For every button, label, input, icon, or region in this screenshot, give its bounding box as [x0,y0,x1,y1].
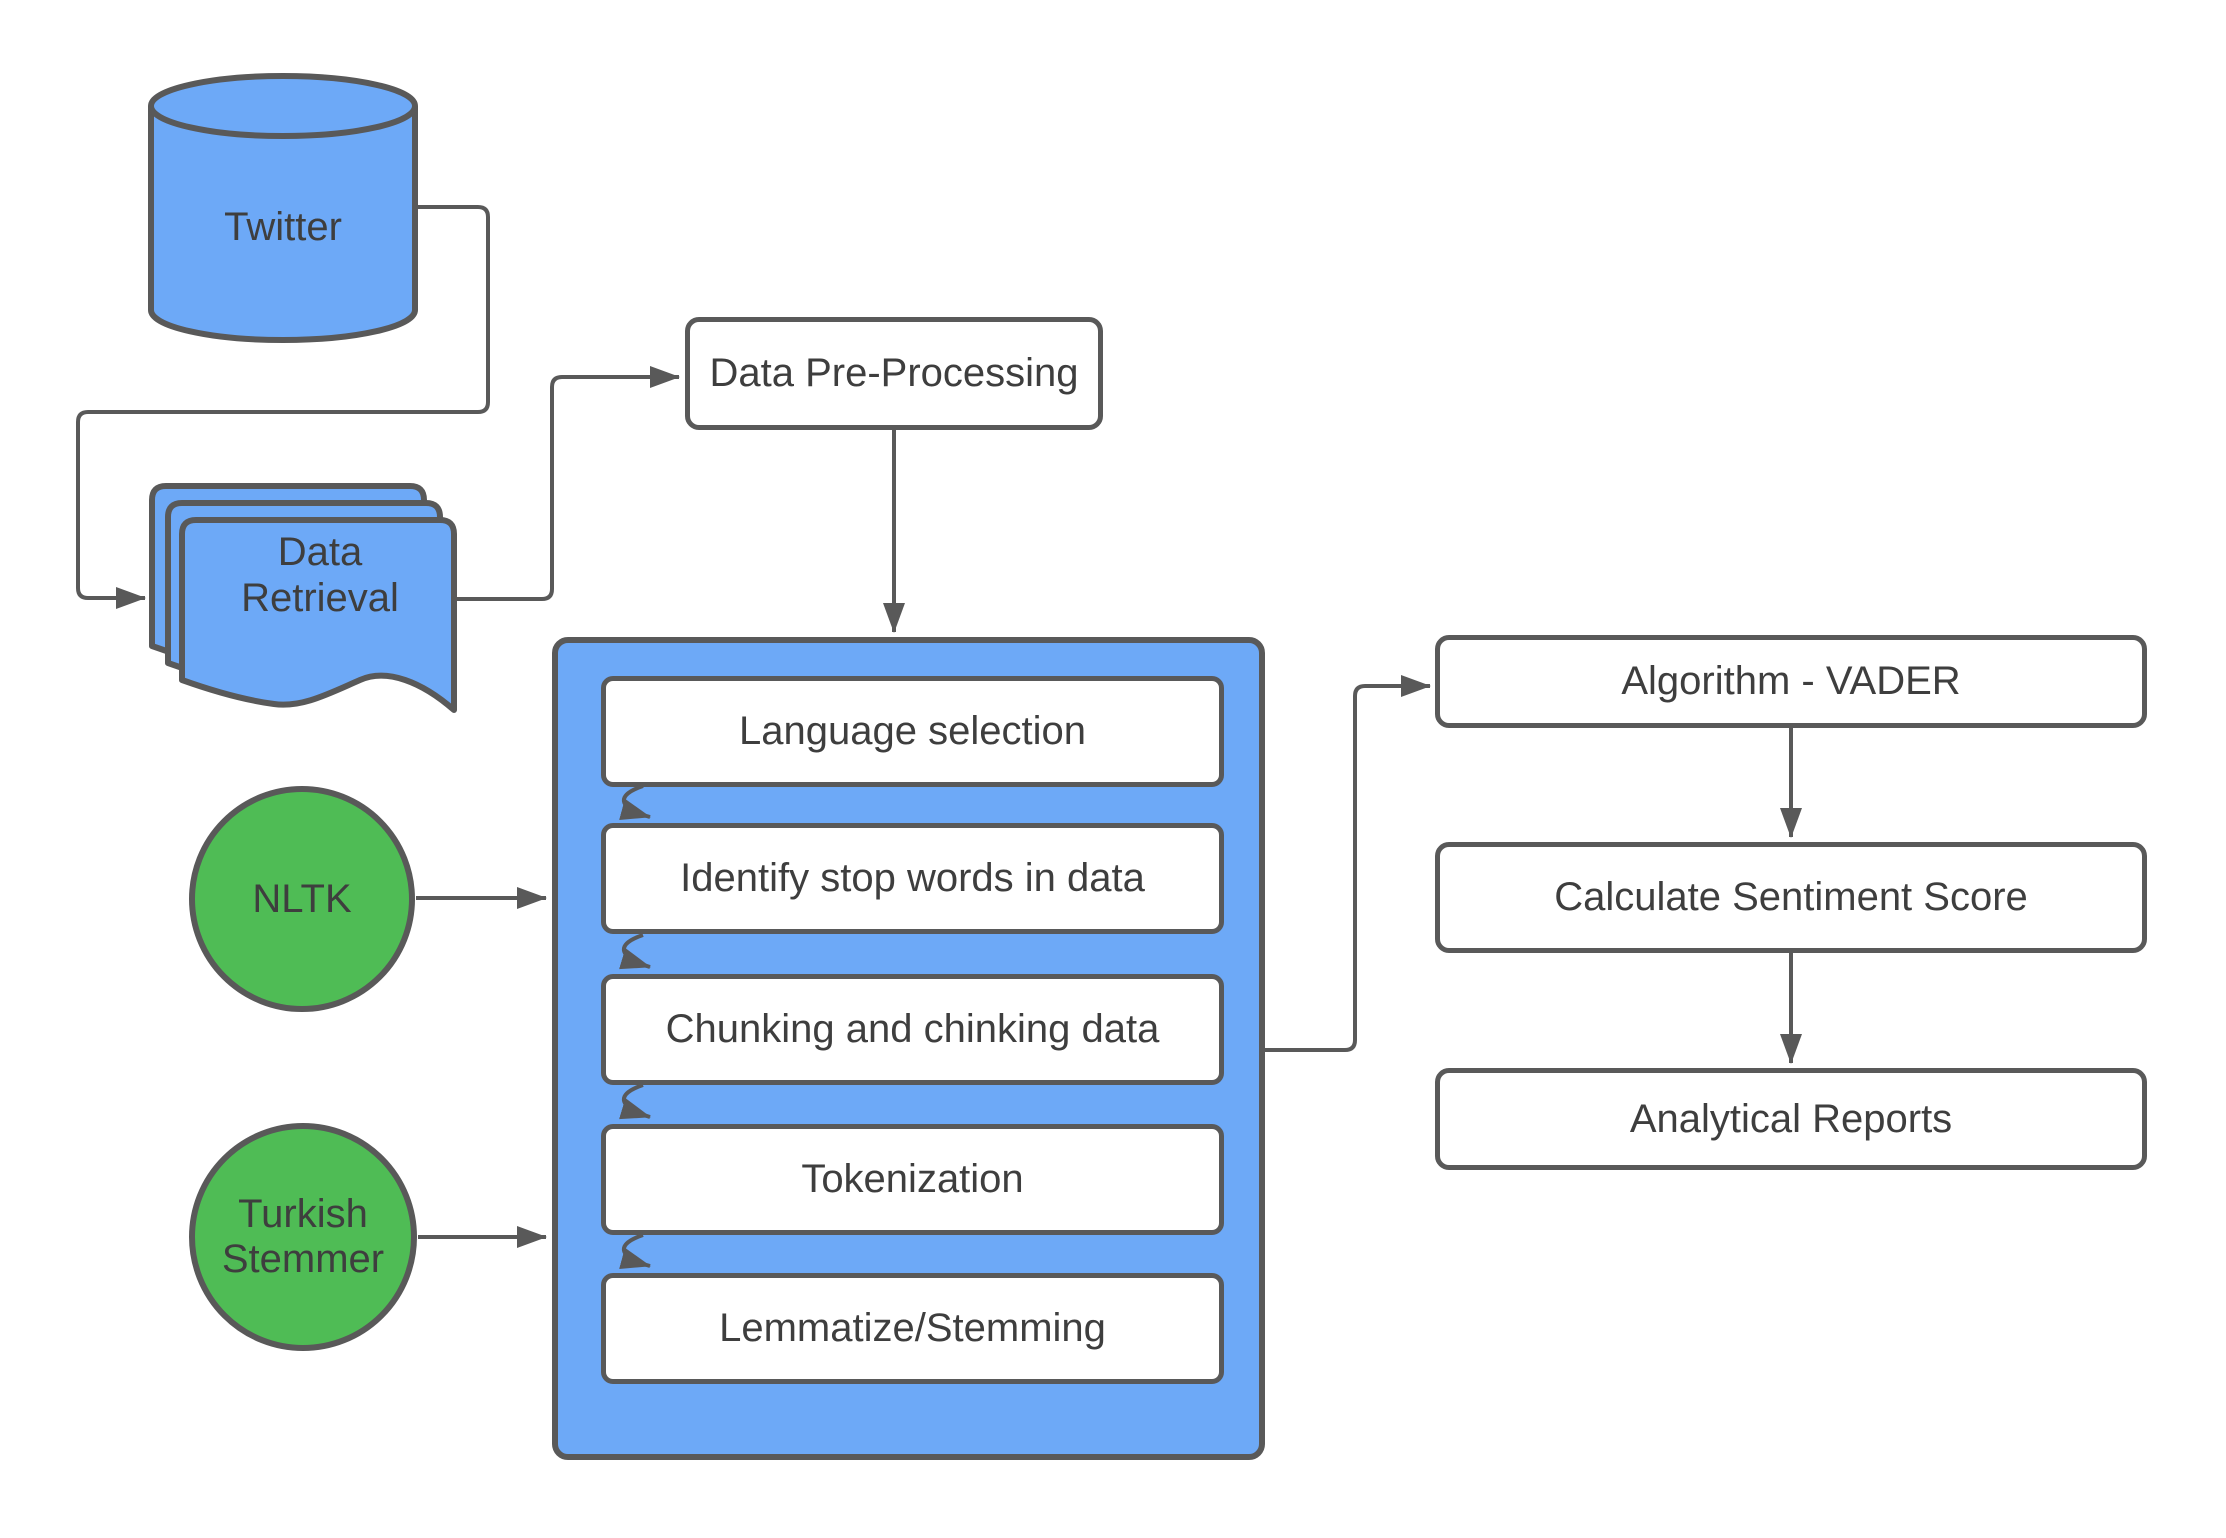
nltk-node: NLTK [189,786,415,1012]
twitter-node: Twitter [150,112,416,342]
calculate-sentiment-score-label: Calculate Sentiment Score [1554,875,2028,919]
turkish-stemmer-label: Turkish Stemmer [221,1192,385,1281]
pipeline-step-tokenization: Tokenization [601,1124,1224,1235]
pipeline-step-label: Language selection [739,709,1086,753]
connector-data-retrieval-to-pre-processing [455,366,680,601]
calculate-sentiment-score-node: Calculate Sentiment Score [1435,842,2147,953]
data-retrieval-node: Data Retrieval [184,505,456,645]
analytical-reports-node: Analytical Reports [1435,1068,2147,1170]
algorithm-vader-label: Algorithm - VADER [1621,659,1961,703]
pipeline-step-identify-stop-words: Identify stop words in data [601,823,1224,934]
data-pre-processing-node: Data Pre-Processing [685,317,1103,430]
pipeline-step-label: Lemmatize/Stemming [719,1306,1106,1350]
pipeline-step-lemmatize-stemming: Lemmatize/Stemming [601,1273,1224,1384]
pipeline-step-label: Identify stop words in data [680,856,1145,900]
pipeline-step-label: Chunking and chinking data [665,1007,1160,1051]
analytical-reports-label: Analytical Reports [1629,1096,1953,1141]
twitter-label: Twitter [224,205,342,249]
pipeline-step-language-selection: Language selection [601,676,1224,787]
pipeline-container: Language selection Identify stop words i… [552,637,1265,1460]
data-pre-processing-label: Data Pre-Processing [709,351,1079,395]
turkish-stemmer-node: Turkish Stemmer [189,1123,417,1351]
connector-pipeline-to-algorithm-vader [1264,675,1431,1052]
pipeline-step-label: Tokenization [801,1157,1024,1201]
nltk-label: NLTK [252,876,352,921]
data-retrieval-label: Data Retrieval [241,530,399,620]
pipeline-step-chunking-chinking: Chunking and chinking data [601,974,1224,1085]
algorithm-vader-node: Algorithm - VADER [1435,635,2147,728]
